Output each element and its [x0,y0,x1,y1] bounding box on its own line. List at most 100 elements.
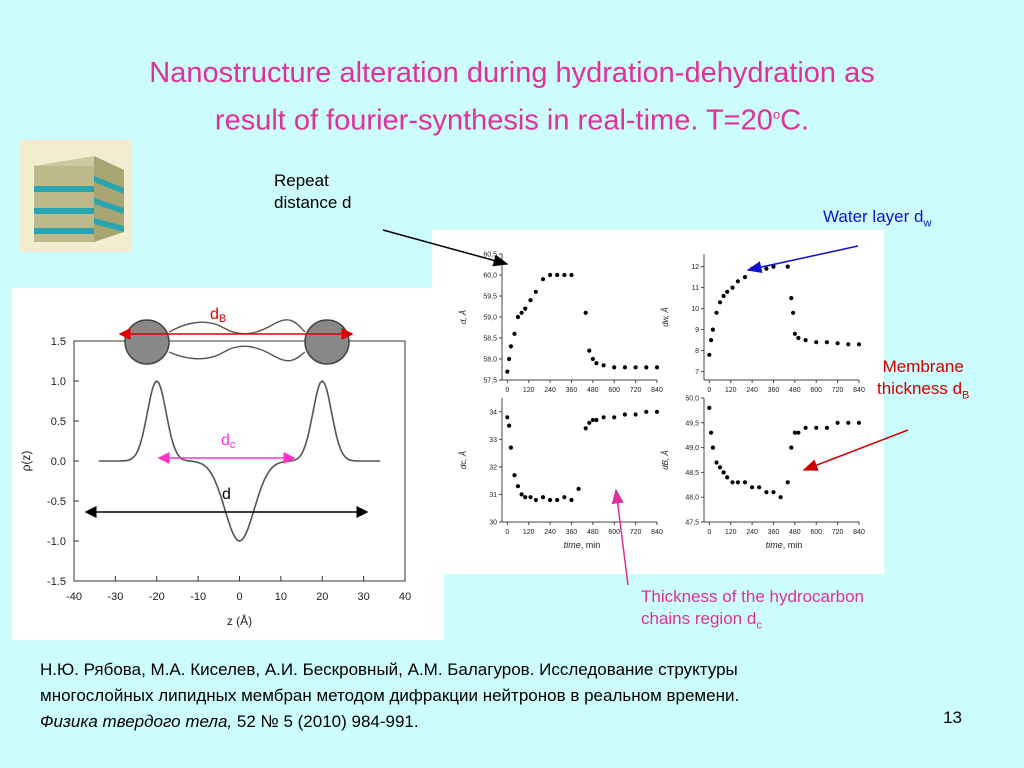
water-layer-y-tick-label: 12 [691,264,699,271]
hydrocarbon-point [644,409,649,414]
bilayer-point [735,480,740,485]
y-tick-label: 0.0 [51,456,66,468]
bilayer-point [710,445,715,450]
hydrocarbon-y-tick-label: 33 [489,437,497,444]
title-line-2: result of fourier-synthesis in real-time… [214,104,810,137]
bilayer-point [789,445,794,450]
bilayer-point [717,465,723,470]
water-layer-y-tick-label: 7 [695,369,699,376]
repeat-distance-point [508,344,513,349]
repeat-distance-point [644,365,649,370]
title-line-1: Nanostructure alteration during hydratio… [149,57,875,89]
hydrocarbon-x-tick-label: 720 [630,529,642,536]
bilayer-x-tick-label: 0 [707,529,711,536]
hydrocarbon-point [576,486,581,491]
bilayer-x-tick-label: 120 [725,529,737,536]
repeat-distance-y-label: d, Å [459,310,468,324]
bilayer-x-tick-label: 240 [746,529,758,536]
x-tick-label: 10 [275,591,287,603]
bilayer-point [803,425,808,430]
x-tick-label: 0 [236,591,242,603]
repeat-distance-x-tick-label: 240 [544,387,556,394]
lipid-tail-bottom [168,345,306,362]
hydrocarbon-point [569,497,574,503]
repeat-distance-point [612,365,617,370]
bilayer-point [846,420,851,425]
water-layer-y-tick-label: 11 [692,285,699,292]
membrane-stack-icon [34,156,124,242]
water-layer-point [803,338,808,343]
bilayer-point [707,405,712,410]
hydrocarbon-point [515,484,521,489]
y-tick-label: -0.5 [47,496,66,508]
repeat-distance-point [548,272,553,278]
hydrocarbon-point [654,409,660,414]
repeat-distance-y-tick-label: 58,5 [483,336,497,343]
x-tick-label: 40 [399,591,411,603]
x-tick-label: 30 [358,591,370,603]
repeat-distance-point [533,289,538,294]
repeat-distance-x-tick-label: 360 [566,387,578,394]
hydrocarbon-point [528,495,533,500]
repeat-distance-label: Repeat distance d [274,171,352,212]
y-tick-label: -1.5 [47,576,66,588]
hydrocarbon-point [508,445,513,450]
bilayer-y-label: dB, Å [661,450,670,470]
repeat-distance-point [633,365,638,370]
hydrocarbon-point [512,473,517,478]
hydrocarbon-x-tick-label: 840 [651,529,663,536]
repeat-distance-x-tick-label: 480 [587,387,599,394]
repeat-distance-x-tick-label: 600 [608,387,620,394]
water-layer-x-tick-label: 240 [746,387,758,394]
water-layer-point [730,285,735,290]
water-layer-point [856,342,862,347]
repeat-distance-point [583,310,588,315]
hydrocarbon-point [587,420,592,425]
db-label: dB [210,306,226,325]
water-layer-point [714,310,719,315]
x-tick-label: -10 [190,591,206,603]
water-layer-x-tick-label: 360 [768,387,780,394]
time-axis-label-left: time, min [564,540,601,550]
repeat-distance-point [562,272,567,278]
hydrocarbon-x-tick-label: 600 [608,529,620,536]
water-layer-point [785,264,790,269]
bilayer-y-tick-label: 49,0 [685,445,699,452]
water-layer-point [789,296,794,301]
hydrocarbon-point [555,497,560,503]
water-layer-y-tick-label: 9 [695,327,699,334]
repeat-distance-x-tick-label: 120 [523,387,535,394]
x-tick-label: -30 [107,591,123,603]
hydrocarbon-point [612,415,617,420]
water-layer-point [792,331,797,336]
water-layer-point [846,342,851,347]
repeat-distance-y-tick-label: 60,5 [483,252,497,259]
hydrocarbon-y-tick-label: 34 [489,409,497,416]
bilayer-point [721,470,726,475]
repeat-distance-point [505,369,510,374]
repeat-distance-point [654,365,660,370]
bilayer-point [709,430,714,435]
water-layer-x-tick-label: 720 [832,387,844,394]
y-tick-label: 0.5 [51,416,66,428]
hydrocarbon-point [562,495,567,500]
water-layer-point [750,266,755,271]
hydrocarbon-point [505,415,510,420]
bilayer-point [824,425,829,430]
multilayer-membrane-image [20,140,132,252]
hydrocarbon-x-tick-label: 480 [587,529,599,536]
bilayer-point [750,485,755,490]
bilayer-point [714,460,719,465]
water-layer-point [814,340,819,345]
repeat-distance-y-tick-label: 58,0 [483,357,497,364]
water-layer-x-tick-label: 0 [707,387,711,394]
hydrocarbon-point [583,426,588,431]
bilayer-point [835,420,840,425]
lipid-head-left [124,319,170,365]
bilayer-point [792,430,797,435]
d-label: d [222,486,231,503]
hydrocarbon-point [507,423,512,428]
water-layer-point [742,275,748,280]
repeat-distance-y-tick-label: 60,0 [483,273,497,280]
